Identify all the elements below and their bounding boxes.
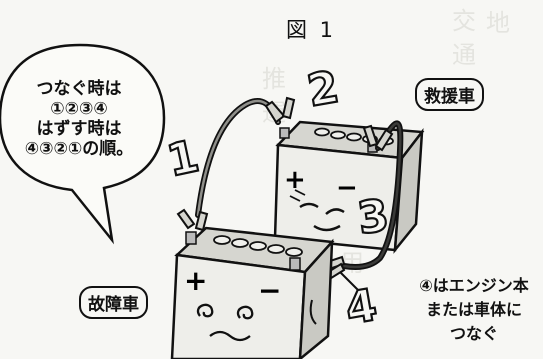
rescue-minus-sign: − (336, 173, 358, 203)
rescue-car-label: 救援車 (415, 78, 484, 111)
step-number-2: 2 (304, 62, 343, 118)
bubble-line-1: つなぐ時は (36, 79, 122, 99)
background-text-column-1: 交通 (452, 7, 476, 69)
background-text-column-2: 地 (486, 9, 510, 37)
bubble-line-2: ①②③④ (50, 99, 108, 119)
note-line-3: つなぐ (449, 324, 498, 343)
bubble-line-3: はずす時は (36, 119, 122, 139)
bubble-line-4: ④③②①の順。 (24, 139, 134, 159)
step-number-4: 4 (342, 280, 381, 336)
figure-title: 図 1 (286, 18, 337, 42)
note-line-2: または車体に (425, 300, 522, 319)
broken-battery (170, 226, 335, 359)
broken-car-label: 故障車 (79, 286, 148, 319)
ground-note: ④はエンジン本 または車体に つなぐ (402, 274, 543, 346)
speech-bubble (0, 43, 166, 245)
speech-bubble-text: つなぐ時は ①②③④ はずす時は ④③②①の順。 (5, 79, 153, 159)
note-line-1: ④はエンジン本 (419, 276, 529, 295)
step-number-1: 1 (163, 131, 204, 187)
broken-minus-sign: − (258, 274, 281, 307)
broken-plus-sign: + (184, 264, 207, 297)
rescue-plus-sign: + (284, 165, 306, 195)
